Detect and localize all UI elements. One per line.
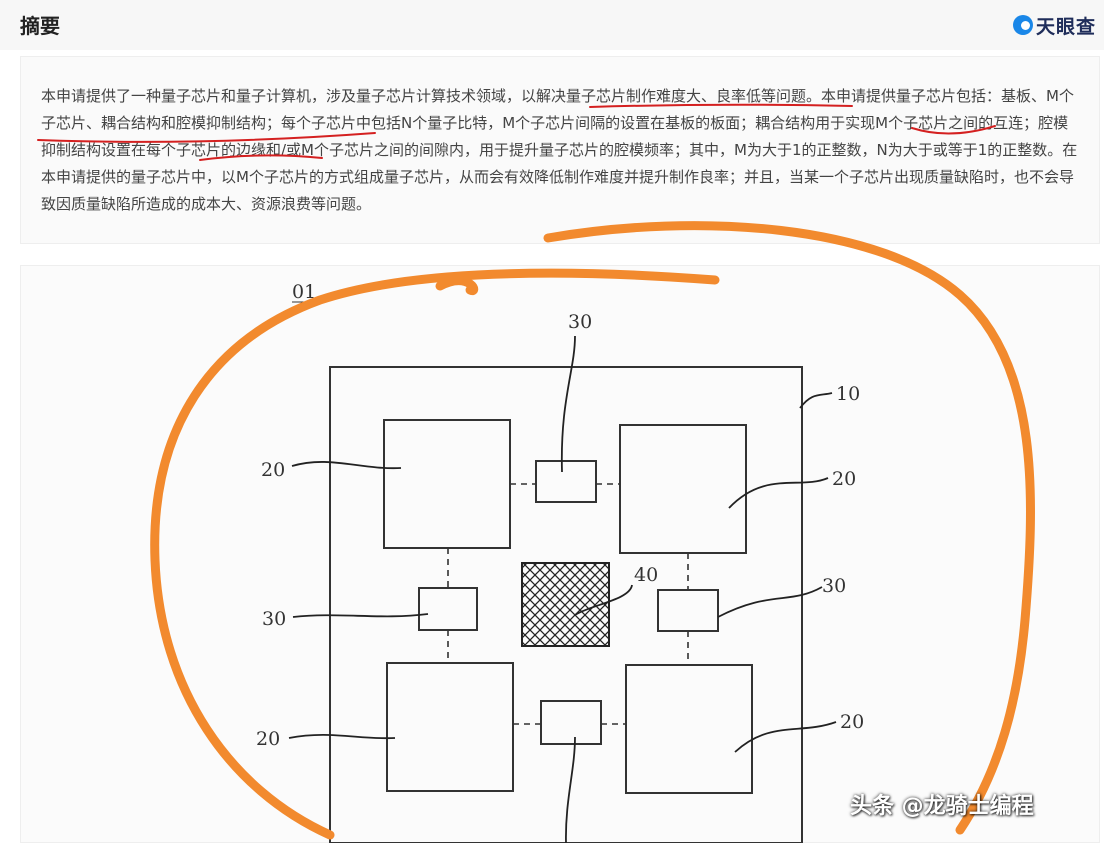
label-coupler-left: 30 — [262, 608, 286, 630]
label-coupler-right: 30 — [822, 575, 846, 597]
page-title: 摘要 — [20, 14, 60, 38]
brand-logo[interactable]: 天眼查 — [1012, 10, 1096, 40]
sub-chip-top-right — [619, 424, 747, 554]
tianyancha-logo-icon — [1012, 15, 1033, 35]
watermark: 头条 @龙骑士编程 — [850, 794, 1034, 819]
coupler-left — [418, 587, 478, 631]
sub-chip-top-left — [383, 419, 511, 549]
dashed-connections — [447, 483, 689, 725]
label-coupler-top: 30 — [568, 311, 592, 333]
abstract-text: 本申请提供了一种量子芯片和量子计算机，涉及量子芯片计算技术领域，以解决量子芯片制… — [41, 87, 1078, 213]
label-suppression: 40 — [634, 564, 658, 586]
label-chip-top-left: 20 — [261, 459, 285, 481]
label-substrate: 10 — [836, 383, 860, 405]
orange-annotation-stroke — [150, 221, 1035, 840]
sub-chip-bottom-left — [386, 662, 514, 792]
label-chip-top-right: 20 — [832, 468, 856, 490]
label-chip-bottom-right: 20 — [840, 711, 864, 733]
abstract-card: 本申请提供了一种量子芯片和量子计算机，涉及量子芯片计算技术领域，以解决量子芯片制… — [20, 56, 1100, 244]
coupler-bottom — [540, 700, 602, 745]
coupler-top — [535, 460, 597, 503]
substrate-board — [329, 366, 803, 843]
header-bar: 摘要 天眼查 — [0, 0, 1104, 50]
figure-card — [20, 265, 1100, 843]
figure-number: 01 — [292, 281, 316, 303]
cavity-suppression-structure — [521, 562, 610, 647]
label-chip-bottom-left: 20 — [256, 728, 280, 750]
sub-chip-bottom-right — [625, 664, 753, 794]
leader-lines — [288, 335, 837, 843]
red-underline-annotations — [37, 103, 996, 161]
brand-name: 天眼查 — [1035, 15, 1096, 38]
coupler-right — [657, 589, 719, 632]
